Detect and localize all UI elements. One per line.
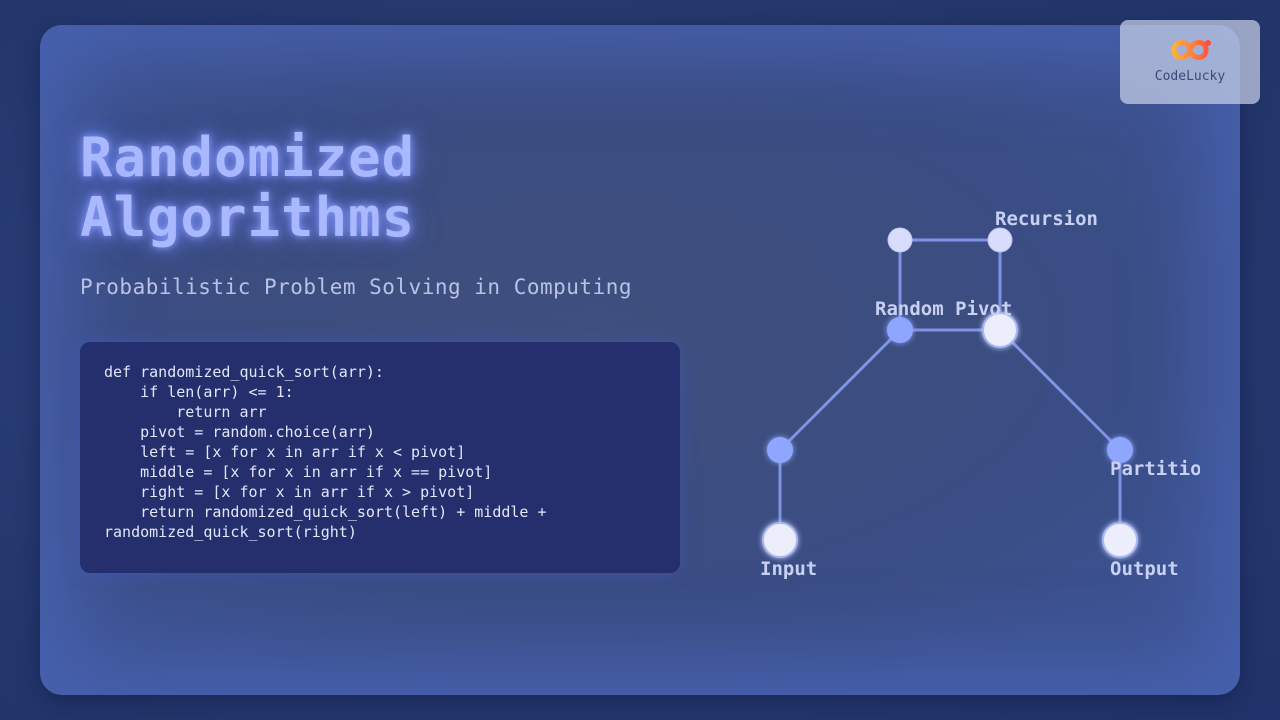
slide-subtitle: Probabilistic Problem Solving in Computi… [80,275,633,299]
title-line-2: Algorithms [80,186,416,249]
title-line-1: Randomized [80,126,416,189]
code-text: def randomized_quick_sort(arr): if len(a… [104,363,547,541]
code-block: def randomized_quick_sort(arr): if len(a… [80,342,680,573]
slide-title: Randomized Algorithms [80,128,640,248]
logo-text: CodeLucky [1154,69,1226,84]
codelucky-logo[interactable]: CodeLucky [1120,20,1260,104]
infinity-logo-icon [1171,40,1211,60]
